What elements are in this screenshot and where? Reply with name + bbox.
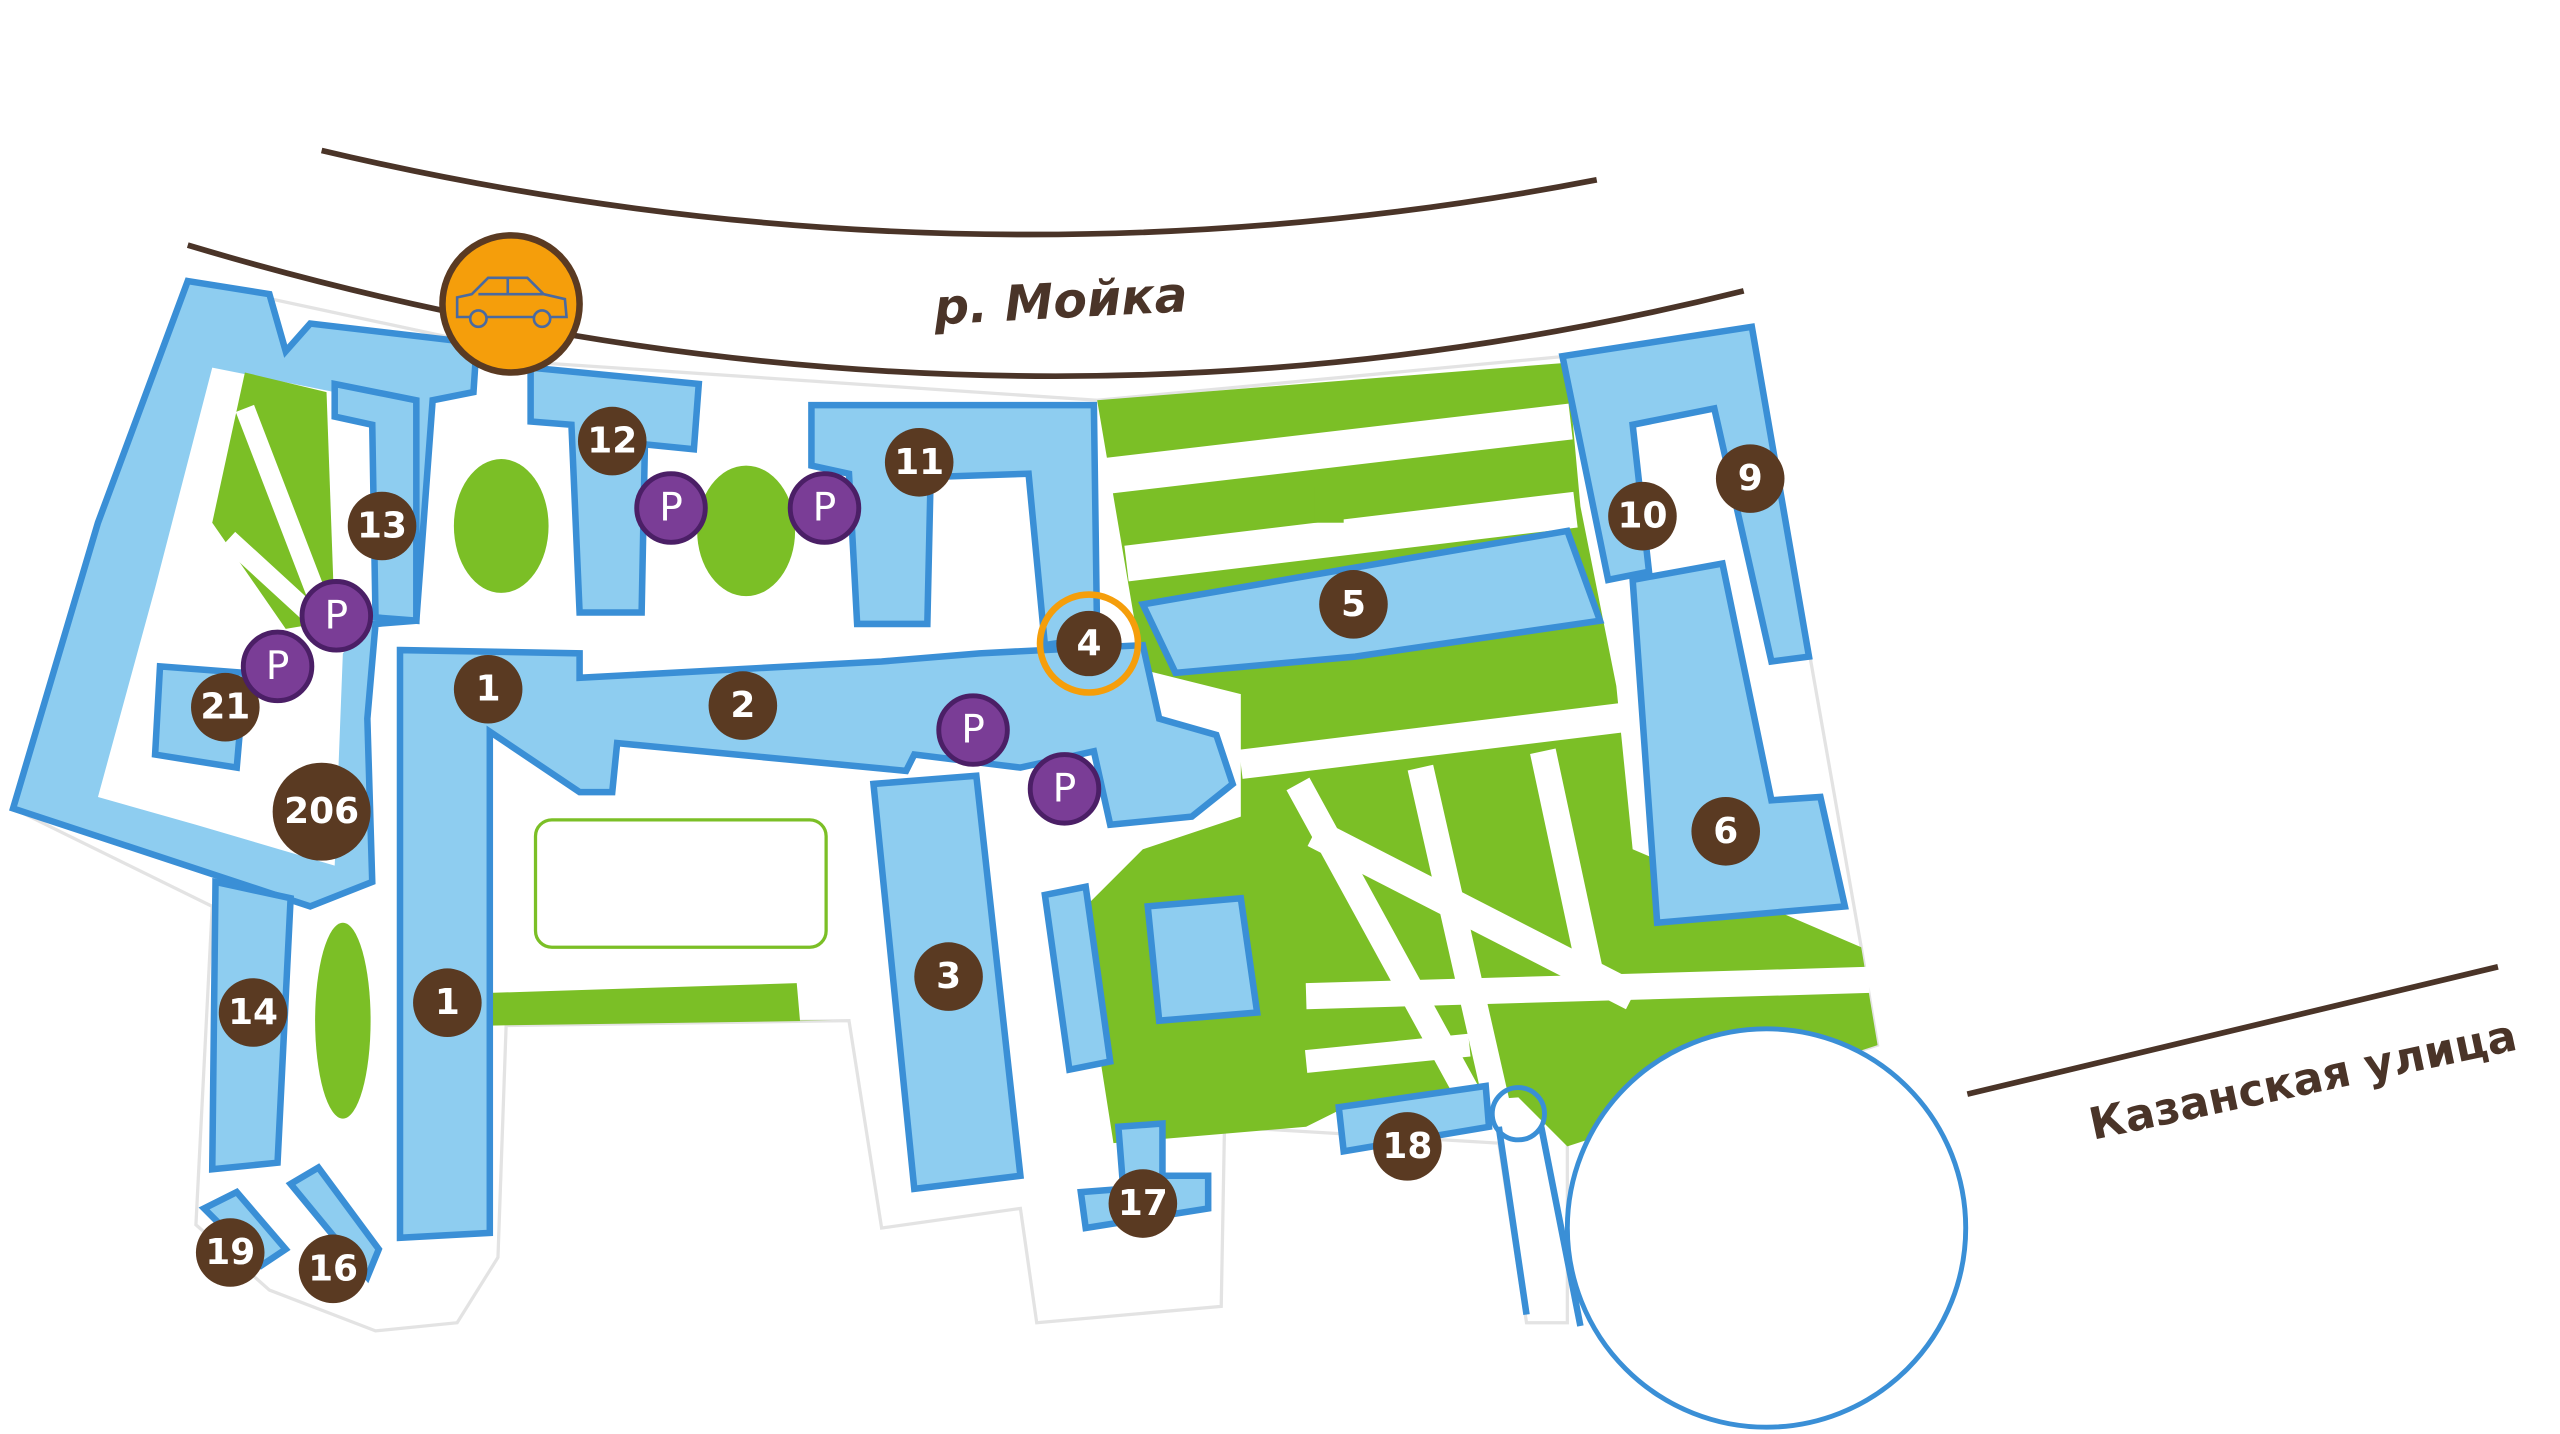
marker-label: 17 — [1118, 1183, 1168, 1224]
canal-junction — [1489, 1085, 1547, 1143]
marker-label: 13 — [357, 505, 407, 546]
lawn-strip — [489, 983, 833, 1026]
lawn-oval-2 — [697, 465, 796, 597]
canal-line-1 — [1495, 1126, 1530, 1316]
marker-label: 6 — [1713, 811, 1738, 852]
building-marker-6[interactable]: 6 — [1691, 797, 1760, 866]
building-marker-5[interactable]: 5 — [1319, 570, 1388, 639]
parking-label: P — [1053, 766, 1077, 811]
marker-label: 14 — [228, 992, 278, 1033]
building-marker-11[interactable]: 11 — [884, 428, 954, 497]
buildings — [9, 277, 1849, 1284]
parking-icon[interactable]: P — [634, 471, 708, 545]
building-marker-206[interactable]: 206 — [272, 762, 371, 861]
building-marker-1[interactable]: 1 — [453, 654, 523, 724]
building-marker-2[interactable]: 2 — [708, 671, 778, 740]
parking-label: P — [961, 708, 985, 753]
building-marker-16[interactable]: 16 — [298, 1234, 368, 1304]
marker-label: 21 — [200, 687, 250, 728]
building-marker-18[interactable]: 18 — [1373, 1112, 1442, 1181]
lawn-oval-1 — [453, 459, 549, 593]
river-label: р. Мойка — [932, 266, 1189, 336]
building-marker-21[interactable]: 21 — [191, 672, 260, 742]
parking-label: P — [266, 644, 290, 689]
parking-label: P — [659, 486, 683, 531]
round-plaza — [1564, 1026, 1969, 1430]
building-marker-12[interactable]: 12 — [577, 406, 647, 476]
building-marker-14[interactable]: 14 — [218, 978, 288, 1047]
parking-icon[interactable]: P — [240, 629, 315, 704]
marker-label: 10 — [1617, 496, 1667, 537]
lawn-oval-3 — [315, 922, 371, 1119]
marker-label: 19 — [205, 1232, 255, 1273]
car-icon — [455, 276, 568, 329]
marker-label: 4 — [1076, 623, 1101, 664]
marker-label: 12 — [587, 421, 637, 462]
marker-label: 11 — [894, 442, 944, 483]
canal-line-2 — [1538, 1126, 1584, 1327]
marker-label: 9 — [1738, 458, 1763, 499]
car-entrance-marker[interactable] — [439, 232, 583, 376]
marker-label: 18 — [1382, 1126, 1432, 1167]
street-line — [1966, 964, 2499, 1097]
building-marker-19[interactable]: 19 — [195, 1218, 265, 1287]
marker-label: 5 — [1341, 584, 1366, 625]
building-marker-3[interactable]: 3 — [914, 942, 983, 1011]
courtyard — [533, 818, 828, 949]
building-marker-9[interactable]: 9 — [1715, 444, 1785, 513]
parking-label: P — [813, 486, 837, 531]
marker-label: 206 — [284, 791, 359, 832]
parking-icon[interactable]: P — [787, 471, 862, 545]
marker-label: 16 — [308, 1248, 358, 1289]
building-marker-10[interactable]: 10 — [1608, 481, 1677, 551]
building-marker-13[interactable]: 13 — [347, 491, 417, 561]
parking-icon[interactable]: P — [299, 579, 374, 653]
garden-east — [1077, 362, 1878, 1147]
building-marker-4[interactable]: 4 — [1036, 591, 1142, 696]
marker-label: 1 — [476, 669, 501, 710]
highlight-ring — [1036, 591, 1142, 696]
building-marker-17[interactable]: 17 — [1108, 1169, 1178, 1238]
marker-label: 2 — [730, 685, 755, 726]
marker-label: 1 — [435, 982, 460, 1023]
marker-label: 3 — [936, 956, 961, 997]
parking-label: P — [325, 593, 349, 638]
river-bank-south — [186, 242, 1745, 380]
street-label: Казанская улица — [2085, 1010, 2521, 1150]
river-bank-north — [320, 147, 1598, 238]
parking-icon[interactable]: P — [936, 693, 1010, 767]
parking-icon[interactable]: P — [1027, 752, 1102, 826]
building-marker-1b[interactable]: 1 — [413, 968, 482, 1037]
